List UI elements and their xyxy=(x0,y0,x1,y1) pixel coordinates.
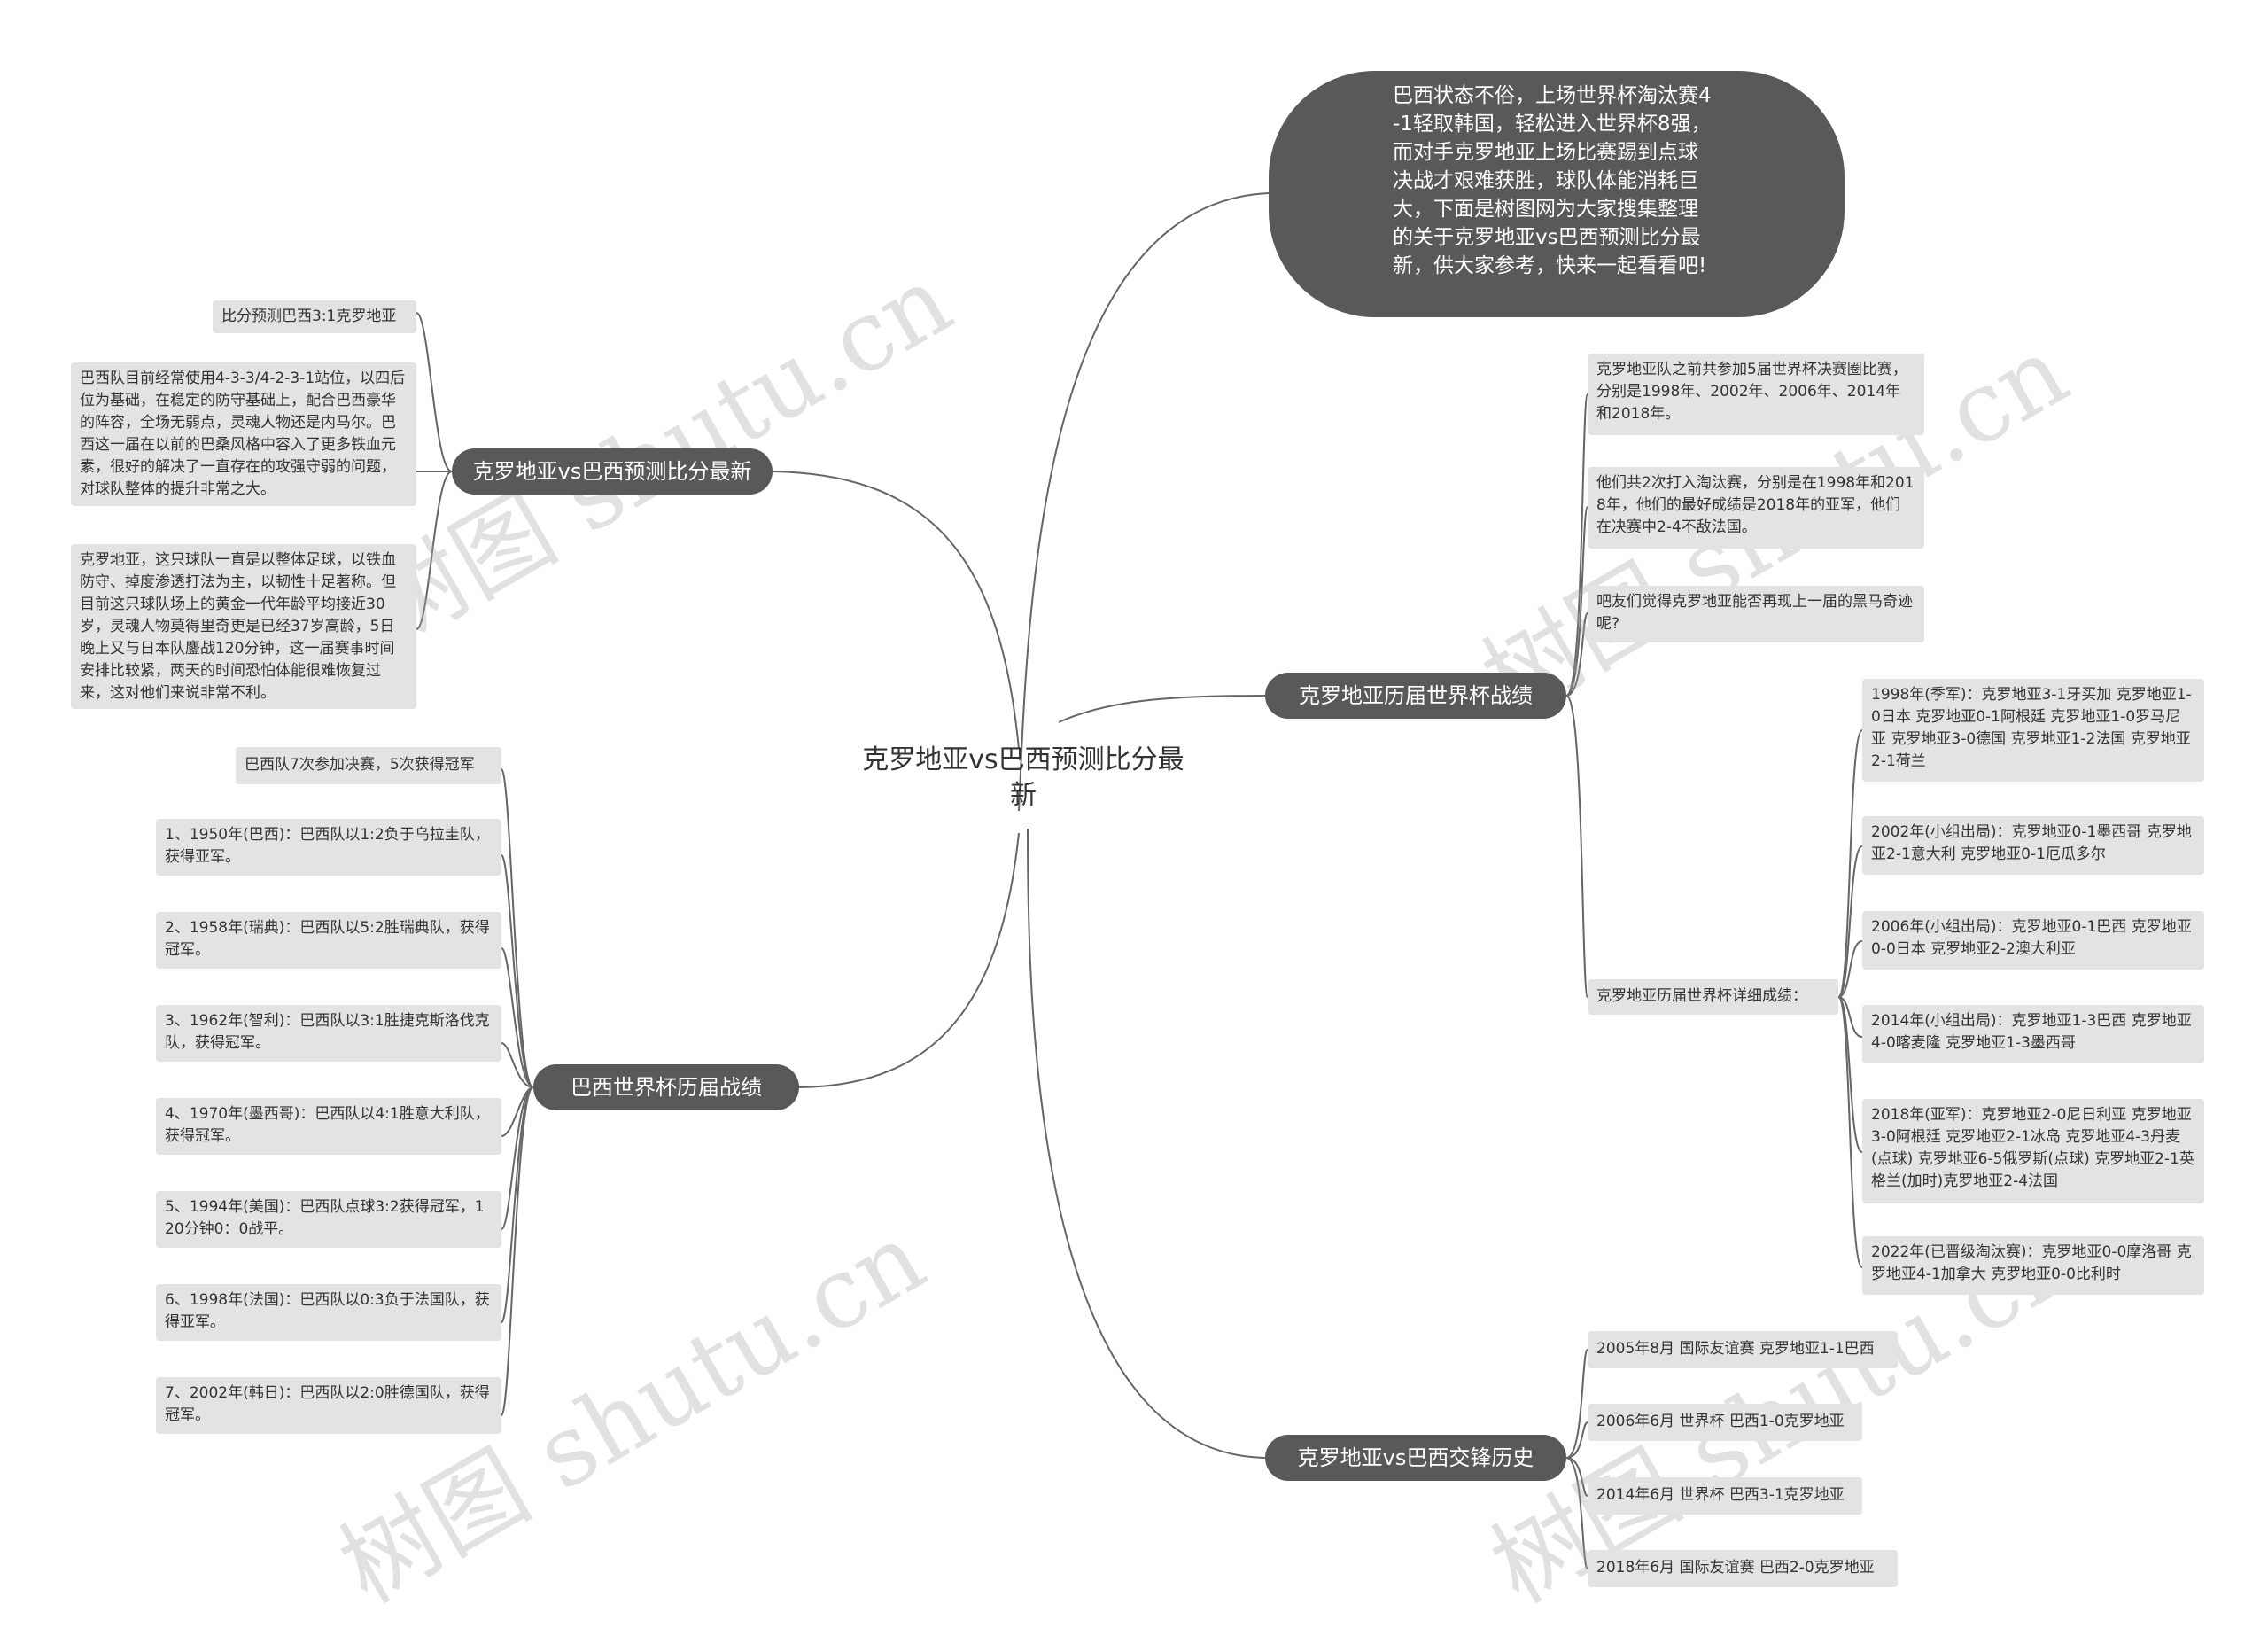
brazil-item[interactable]: 2、1958年(瑞典)：巴西队以5:2胜瑞典队，获得冠军。 xyxy=(156,912,501,969)
intro-bubble[interactable]: 巴西状态不俗，上场世界杯淘汰赛4-1轻取韩国，轻松进入世界杯8强，而对手克罗地亚… xyxy=(1269,71,1845,317)
brazil-item[interactable]: 3、1962年(智利)：巴西队以3:1胜捷克斯洛伐克队，获得冠军。 xyxy=(156,1005,501,1062)
brazil-item[interactable]: 7、2002年(韩日)：巴西队以2:0胜德国队，获得冠军。 xyxy=(156,1377,501,1434)
brazil-item[interactable]: 6、1998年(法国)：巴西队以0:3负于法国队，获得亚军。 xyxy=(156,1284,501,1341)
branch-croatia[interactable]: 克罗地亚历届世界杯战绩 xyxy=(1265,673,1566,719)
prediction-item[interactable]: 比分预测巴西3:1克罗地亚 xyxy=(213,300,416,333)
prediction-item[interactable]: 克罗地亚，这只球队一直是以整体足球，以铁血防守、掉度渗透打法为主，以韧性十足著称… xyxy=(71,544,416,709)
history-item[interactable]: 2018年6月 国际友谊赛 巴西2-0克罗地亚 xyxy=(1588,1550,1898,1587)
brazil-item[interactable]: 5、1994年(美国)：巴西队点球3:2获得冠军，120分钟0：0战平。 xyxy=(156,1191,501,1248)
brazil-item[interactable]: 4、1970年(墨西哥)：巴西队以4:1胜意大利队，获得冠军。 xyxy=(156,1098,501,1155)
croatia-detail[interactable]: 2014年(小组出局)：克罗地亚1-3巴西 克罗地亚4-0喀麦隆 克罗地亚1-3… xyxy=(1862,1005,2204,1063)
croatia-detail[interactable]: 1998年(季军)：克罗地亚3-1牙买加 克罗地亚1-0日本 克罗地亚0-1阿根… xyxy=(1862,679,2204,782)
history-item[interactable]: 2005年8月 国际友谊赛 克罗地亚1-1巴西 xyxy=(1588,1331,1898,1368)
prediction-item[interactable]: 巴西队目前经常使用4-3-3/4-2-3-1站位，以四后位为基础，在稳定的防守基… xyxy=(71,362,416,506)
branch-history[interactable]: 克罗地亚vs巴西交锋历史 xyxy=(1265,1435,1566,1481)
croatia-detail[interactable]: 2006年(小组出局)：克罗地亚0-1巴西 克罗地亚0-0日本 克罗地亚2-2澳… xyxy=(1862,911,2204,970)
history-item[interactable]: 2006年6月 世界杯 巴西1-0克罗地亚 xyxy=(1588,1404,1862,1441)
croatia-detail[interactable]: 2022年(已晋级淘汰赛)：克罗地亚0-0摩洛哥 克罗地亚4-1加拿大 克罗地亚… xyxy=(1862,1236,2204,1295)
brazil-item[interactable]: 1、1950年(巴西)：巴西队以1:2负于乌拉圭队，获得亚军。 xyxy=(156,819,501,876)
root-topic[interactable]: 克罗地亚vs巴西预测比分最新 xyxy=(862,744,1184,811)
croatia-item[interactable]: 吧友们觉得克罗地亚能否再现上一届的黑马奇迹呢? xyxy=(1588,586,1924,642)
croatia-detail-header[interactable]: 克罗地亚历届世界杯详细成绩： xyxy=(1588,979,1838,1015)
croatia-detail[interactable]: 2018年(亚军)：克罗地亚2-0尼日利亚 克罗地亚3-0阿根廷 克罗地亚2-1… xyxy=(1862,1099,2204,1203)
brazil-item[interactable]: 巴西队7次参加决赛，5次获得冠军 xyxy=(236,747,501,784)
croatia-item[interactable]: 克罗地亚队之前共参加5届世界杯决赛圈比赛，分别是1998年、2002年、2006… xyxy=(1588,354,1924,435)
branch-prediction[interactable]: 克罗地亚vs巴西预测比分最新 xyxy=(452,448,773,495)
branch-brazil[interactable]: 巴西世界杯历届战绩 xyxy=(533,1064,799,1110)
croatia-item[interactable]: 他们共2次打入淘汰赛，分别是在1998年和2018年，他们的最好成绩是2018年… xyxy=(1588,467,1924,549)
history-item[interactable]: 2014年6月 世界杯 巴西3-1克罗地亚 xyxy=(1588,1477,1862,1515)
croatia-detail[interactable]: 2002年(小组出局)：克罗地亚0-1墨西哥 克罗地亚2-1意大利 克罗地亚0-… xyxy=(1862,816,2204,875)
